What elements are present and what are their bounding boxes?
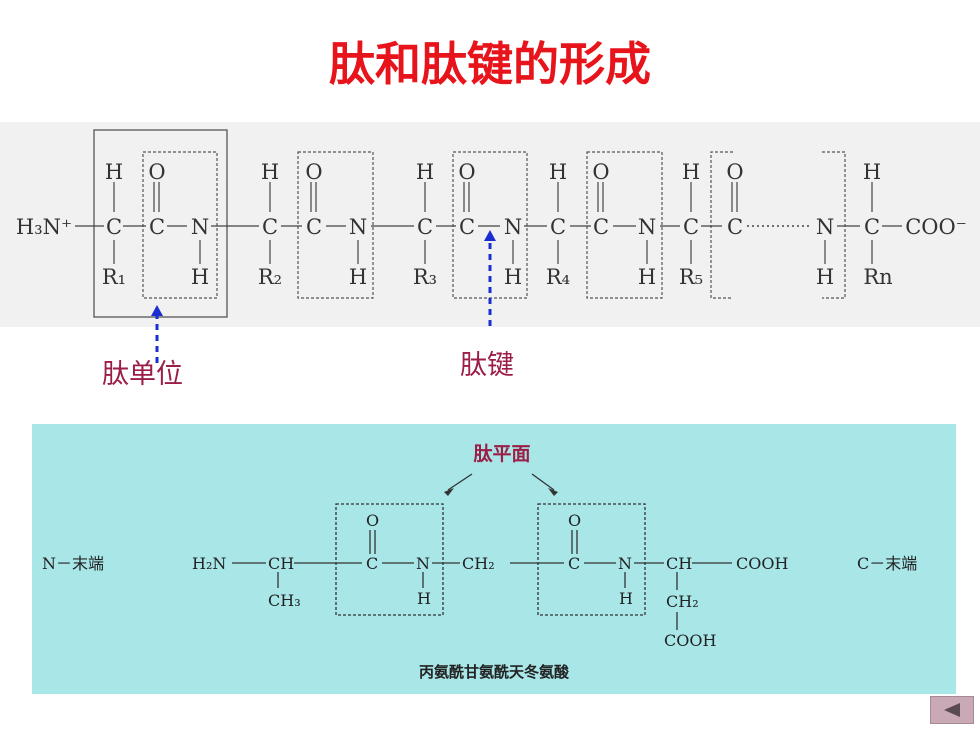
atom-n: N (618, 554, 632, 573)
peptide-plane-box-2 (297, 151, 374, 299)
atom-n: N (638, 215, 656, 239)
label-peptide-bond: 肽键 (460, 350, 514, 381)
atom-c: C (306, 215, 322, 239)
r-group-n: Rn (863, 265, 892, 289)
atom-h: H (549, 160, 567, 184)
compound-name: 丙氨酰甘氨酰天冬氨酸 (419, 663, 570, 681)
r-group-1: R₁ (102, 265, 126, 289)
tripeptide-svg: 肽平面 N－末端 C－末端 H₂N CH CH₃ O C N H CH₂ O C… (42, 442, 917, 681)
ch-group: CH (666, 554, 692, 573)
atom-c: C (417, 215, 433, 239)
cooh-group: COOH (736, 554, 788, 573)
atom-h: H (417, 589, 431, 608)
atom-o: O (148, 160, 165, 184)
atom-n: N (816, 215, 834, 239)
atom-c: C (366, 554, 378, 573)
page-title: 肽和肽键的形成 (329, 37, 651, 91)
label-arrows (151, 230, 496, 363)
n-terminal-label: N－末端 (42, 554, 104, 573)
atom-h: H (349, 265, 367, 289)
atom-n: N (191, 215, 209, 239)
r-group-2: R₂ (258, 265, 282, 289)
peptide-plane-box-4 (586, 151, 663, 299)
cooh-group: COOH (664, 631, 716, 650)
ch2-group: CH₂ (666, 592, 699, 611)
c-terminal-label: C－末端 (857, 554, 917, 573)
atom-c: C (864, 215, 880, 239)
atom-n: N (349, 215, 367, 239)
r-group-5: R₅ (679, 265, 703, 289)
r-group-4: R₄ (546, 265, 570, 289)
atom-h: H (416, 160, 434, 184)
ch3-group: CH₃ (268, 591, 301, 610)
atom-h: H (261, 160, 279, 184)
arrow-head-icon (484, 230, 496, 241)
peptide-chain-svg: H₃N⁺ COO⁻ H H H H H H O O O O O C C N C … (16, 129, 967, 318)
ch-group: CH (268, 554, 294, 573)
atom-h: H (619, 589, 633, 608)
h3n-plus: H₃N⁺ (16, 215, 72, 239)
atom-o: O (726, 160, 743, 184)
label-peptide-plane: 肽平面 (473, 442, 530, 465)
atom-h: H (105, 160, 123, 184)
peptide-chain-diagram: H₃N⁺ COO⁻ H H H H H H O O O O O C C N C … (0, 122, 980, 327)
atom-h: H (682, 160, 700, 184)
peptide-unit-box (93, 129, 228, 318)
atom-o: O (458, 160, 475, 184)
atom-o: O (305, 160, 322, 184)
atom-h: H (863, 160, 881, 184)
atom-o: O (366, 511, 379, 530)
peptide-plane-box-5-left (710, 151, 733, 299)
arrow-head-icon (151, 305, 163, 316)
peptide-plane-box-5-right (822, 151, 846, 299)
atom-c: C (550, 215, 566, 239)
atom-c: C (149, 215, 165, 239)
peptide-plane-box-a (335, 503, 444, 616)
atom-h: H (638, 265, 656, 289)
atom-n: N (504, 215, 522, 239)
atom-h: H (191, 265, 209, 289)
r-group-3: R₃ (413, 265, 437, 289)
atom-c: C (683, 215, 699, 239)
arrow-head-icon (444, 488, 454, 496)
coo-minus: COO⁻ (905, 215, 967, 239)
back-triangle-icon (944, 703, 960, 717)
tripeptide-diagram: 肽平面 N－末端 C－末端 H₂N CH CH₃ O C N H CH₂ O C… (32, 424, 956, 694)
ch2-group: CH₂ (462, 554, 495, 573)
atom-o: O (592, 160, 609, 184)
back-button[interactable] (930, 696, 974, 724)
peptide-plane-box-1 (142, 151, 218, 299)
atom-h: H (504, 265, 522, 289)
atom-c: C (568, 554, 580, 573)
atom-h: H (816, 265, 834, 289)
arrow-head-icon (548, 488, 558, 496)
atom-c: C (106, 215, 122, 239)
label-peptide-unit: 肽单位 (102, 359, 183, 390)
atom-o: O (568, 511, 581, 530)
atom-n: N (416, 554, 430, 573)
peptide-plane-box-b (537, 503, 646, 616)
atom-c: C (459, 215, 475, 239)
atom-c: C (593, 215, 609, 239)
atom-c: C (262, 215, 278, 239)
atom-c: C (727, 215, 743, 239)
h2n-group: H₂N (192, 554, 226, 573)
